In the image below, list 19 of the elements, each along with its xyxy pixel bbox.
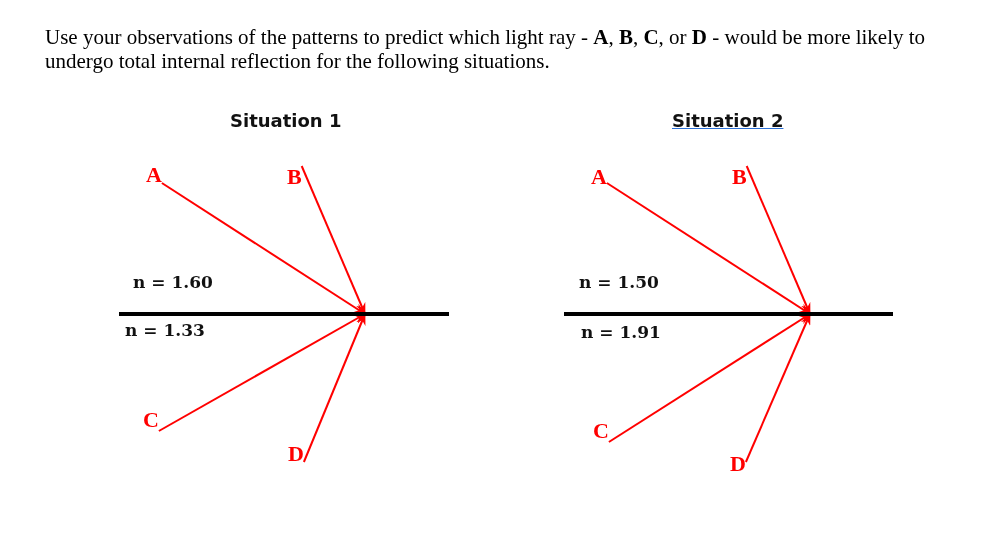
light-ray-arrow xyxy=(744,313,811,463)
light-ray-arrow xyxy=(300,165,366,315)
refractive-index-label: n = 1.91 xyxy=(581,324,661,341)
ray-label: C xyxy=(143,409,159,431)
light-ray-arrow xyxy=(745,165,811,315)
ray-label: C xyxy=(593,420,609,442)
ray-label: D xyxy=(288,443,304,465)
refractive-index-label: n = 1.50 xyxy=(579,274,659,291)
ray-label: A xyxy=(146,164,162,186)
ray-label: B xyxy=(287,166,302,188)
light-ray-arrow xyxy=(302,313,366,463)
ray-label: D xyxy=(730,453,746,475)
instruction-text: Use your observations of the patterns to predict which light ray - A, B, C, or D - would be more likely to undergo total internal reflection for the following situations. xyxy=(45,26,927,74)
refractive-index-label: n = 1.33 xyxy=(125,322,205,339)
ray-label: B xyxy=(732,166,747,188)
ray-label: A xyxy=(591,166,607,188)
situation-heading: Situation 1 xyxy=(230,112,342,130)
refractive-index-label: n = 1.60 xyxy=(133,274,213,291)
situation-heading: Situation 2 xyxy=(672,112,784,130)
